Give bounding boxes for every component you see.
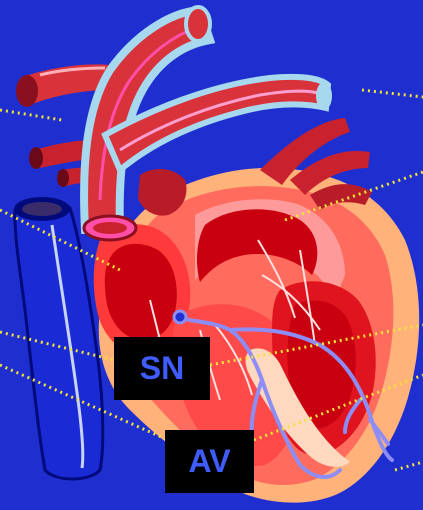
pulmonary-artery-opening (16, 75, 38, 107)
sa-node-marker (174, 311, 186, 323)
aortic-root-lumen (93, 222, 127, 234)
sa-node-label: SN (114, 337, 210, 400)
branch-opening-1 (29, 147, 43, 169)
vena-cava-lumen (22, 202, 62, 216)
av-node-label: AV (165, 430, 254, 493)
av-node-label-text: AV (188, 443, 230, 480)
aorta-top-opening (186, 7, 210, 41)
sa-node-label-text: SN (140, 350, 184, 387)
right-artery-opening (316, 82, 332, 110)
branch-opening-2 (57, 169, 69, 187)
